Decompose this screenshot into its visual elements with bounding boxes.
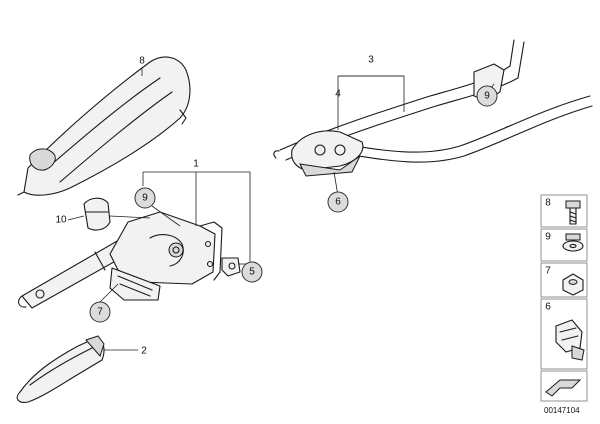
label-7: 7	[97, 307, 103, 318]
callout-7: 7	[89, 301, 111, 323]
handle-grip-part[interactable]	[83, 197, 111, 231]
callout-3: 3	[338, 55, 404, 77]
washer-nut-icon	[562, 233, 584, 252]
callout-9-top-right: 9	[476, 85, 498, 107]
callout-1: 1	[193, 159, 199, 170]
lever-grip-part[interactable]	[16, 335, 105, 403]
callout-9-left: 9	[134, 187, 156, 209]
label-3: 3	[368, 55, 374, 66]
handbrake-cable-part[interactable]	[273, 39, 593, 177]
label-8: 8	[139, 56, 145, 67]
strip-icon	[545, 379, 582, 397]
label-9-top-right: 9	[484, 91, 490, 102]
document-number: 00147104	[544, 406, 580, 415]
legend-label-2: 9	[545, 232, 551, 243]
label-4: 4	[335, 89, 341, 100]
callout-5: 5	[241, 261, 263, 283]
label-1: 1	[193, 159, 199, 170]
hardware-legend: 8 9 7 6	[540, 194, 588, 402]
callout-6-middle: 6	[327, 191, 349, 213]
callout-8-top: 8	[139, 56, 145, 67]
handbrake-boot-part[interactable]	[17, 56, 191, 196]
handbrake-lever-assembly-part[interactable]	[17, 211, 241, 309]
label-2: 2	[141, 346, 147, 357]
legend-label-4: 6	[545, 302, 551, 313]
callout-4: 4	[335, 89, 341, 100]
clip-icon	[555, 319, 585, 361]
callout-2: 2	[141, 346, 147, 357]
label-10: 10	[55, 215, 67, 226]
label-5: 5	[249, 267, 255, 278]
label-6-middle: 6	[335, 197, 341, 208]
label-9-left: 9	[142, 193, 148, 204]
legend-label-1: 8	[545, 198, 551, 209]
hex-nut-icon	[562, 273, 584, 296]
bolt-icon	[565, 200, 581, 225]
callout-10: 10	[55, 215, 67, 226]
legend-label-3: 7	[545, 266, 551, 277]
